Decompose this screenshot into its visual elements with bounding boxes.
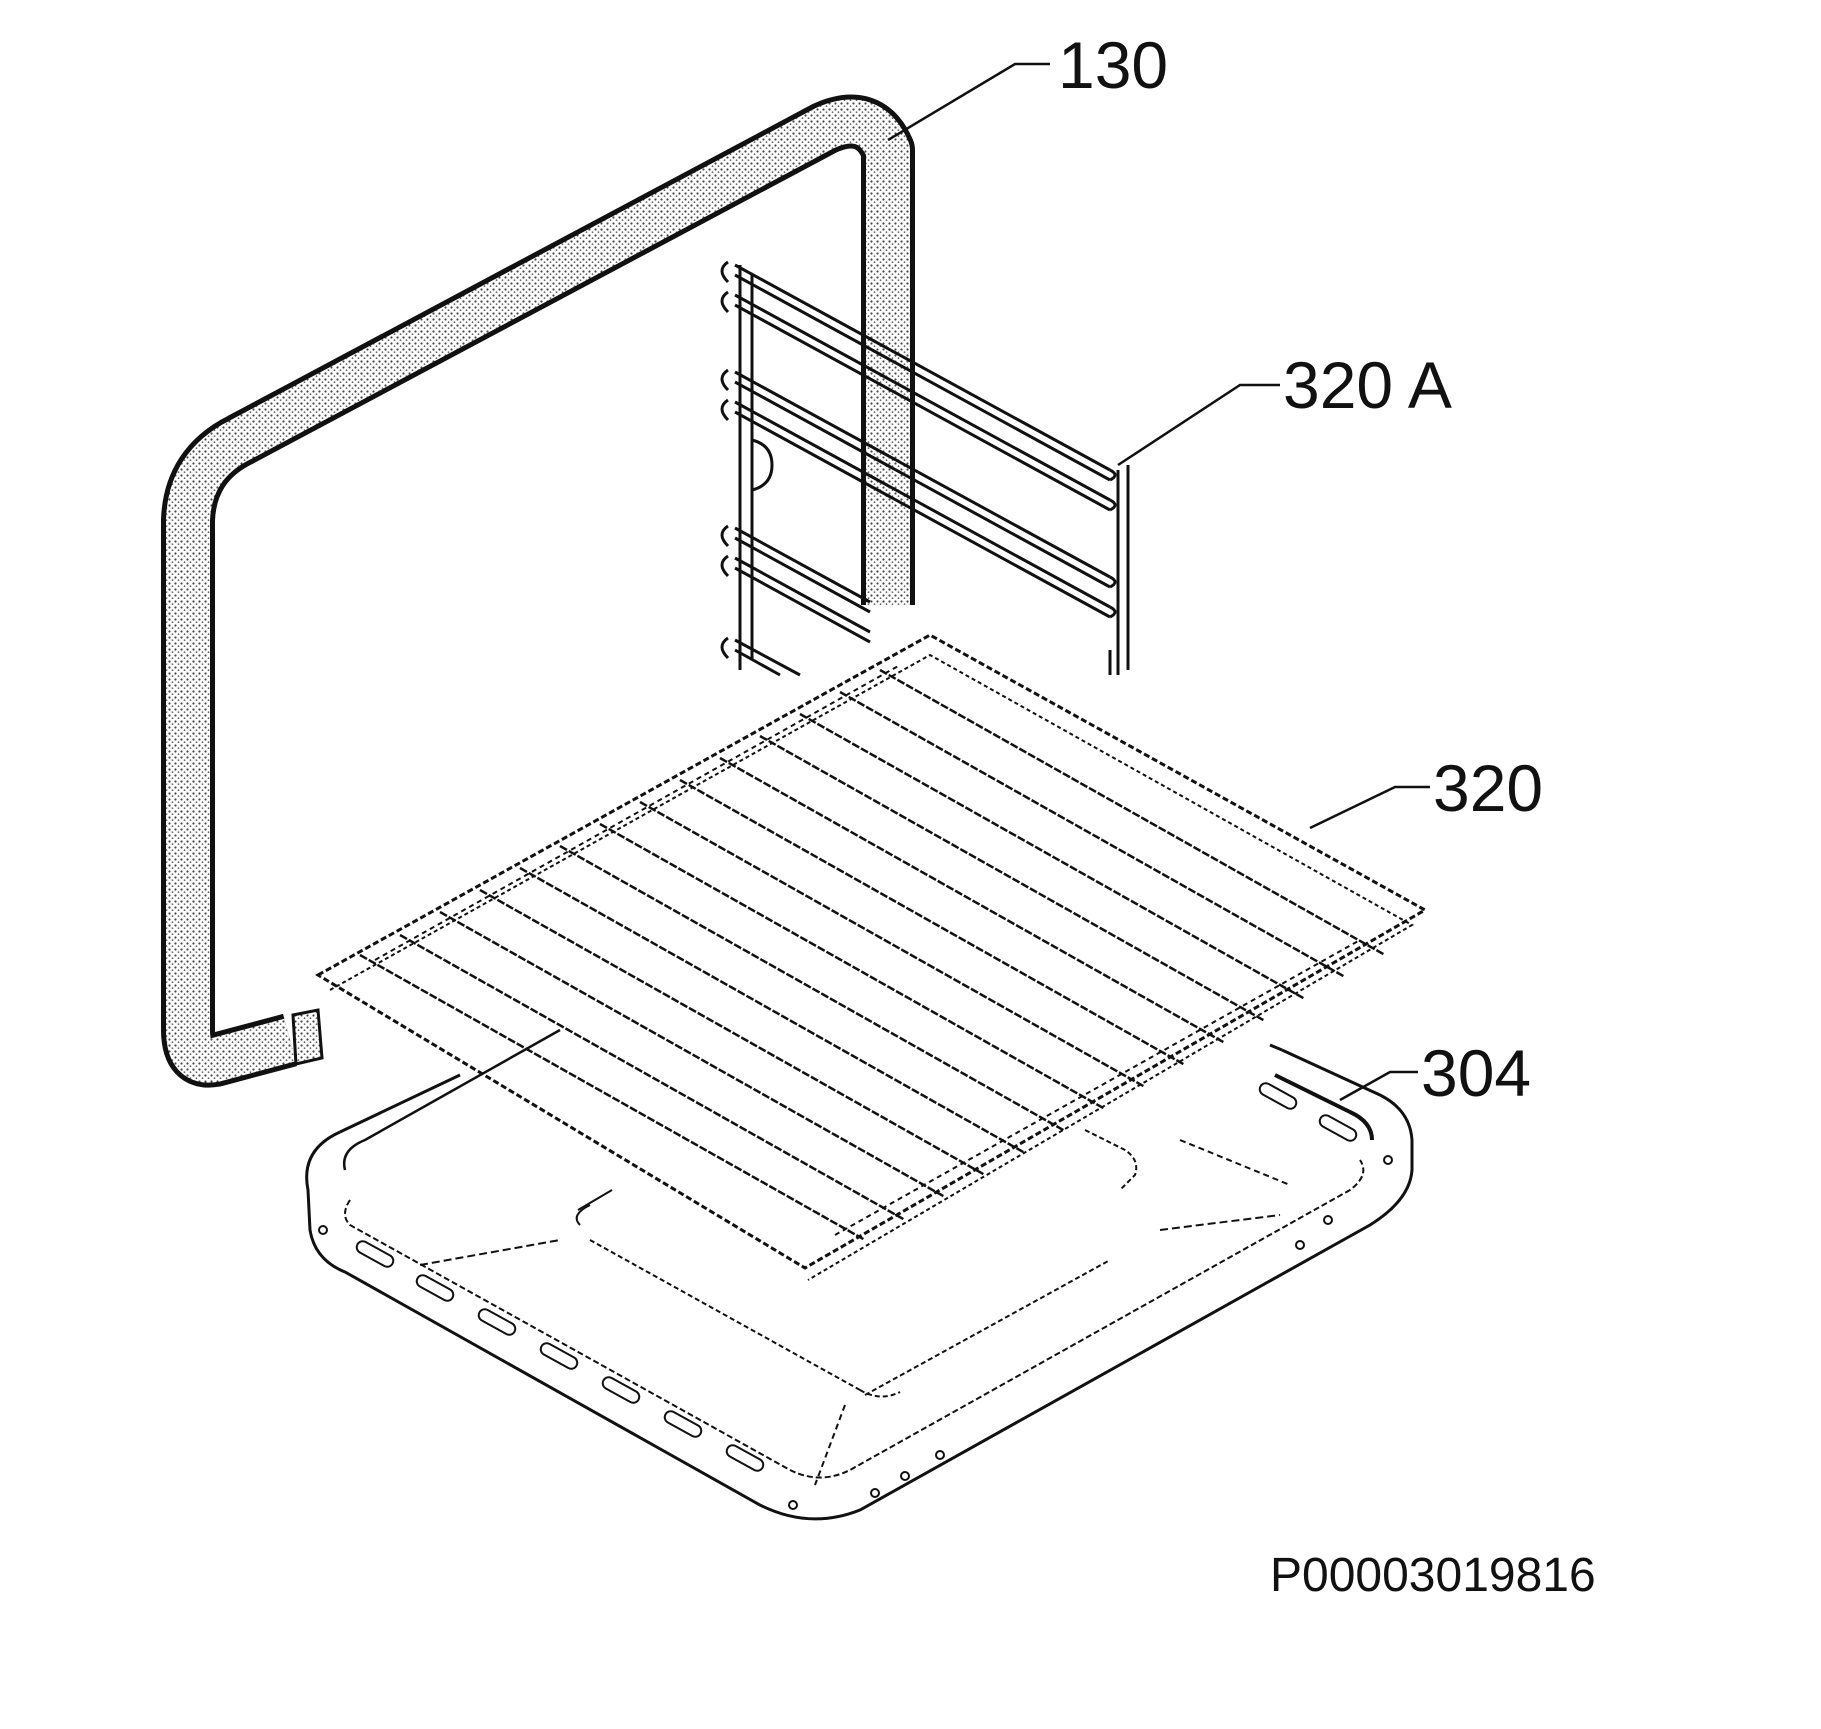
callout-label-320a: 320 A [1283, 348, 1452, 422]
callout-label-304: 304 [1421, 1036, 1532, 1110]
callout-label-130: 130 [1058, 28, 1169, 102]
leader-320 [1309, 785, 1430, 830]
callout-label-320: 320 [1433, 751, 1544, 825]
leader-320a [1117, 383, 1280, 467]
leader-304 [1339, 1070, 1418, 1102]
callout-leaders [887, 62, 1430, 1102]
leader-130 [887, 62, 1050, 142]
wire-shelf-rack [315, 633, 1429, 1281]
door-seal-gasket [161, 94, 915, 1088]
document-id: P00003019816 [1270, 1549, 1596, 1602]
side-shelf-support [720, 260, 1130, 677]
baking-tray [305, 1028, 1414, 1521]
